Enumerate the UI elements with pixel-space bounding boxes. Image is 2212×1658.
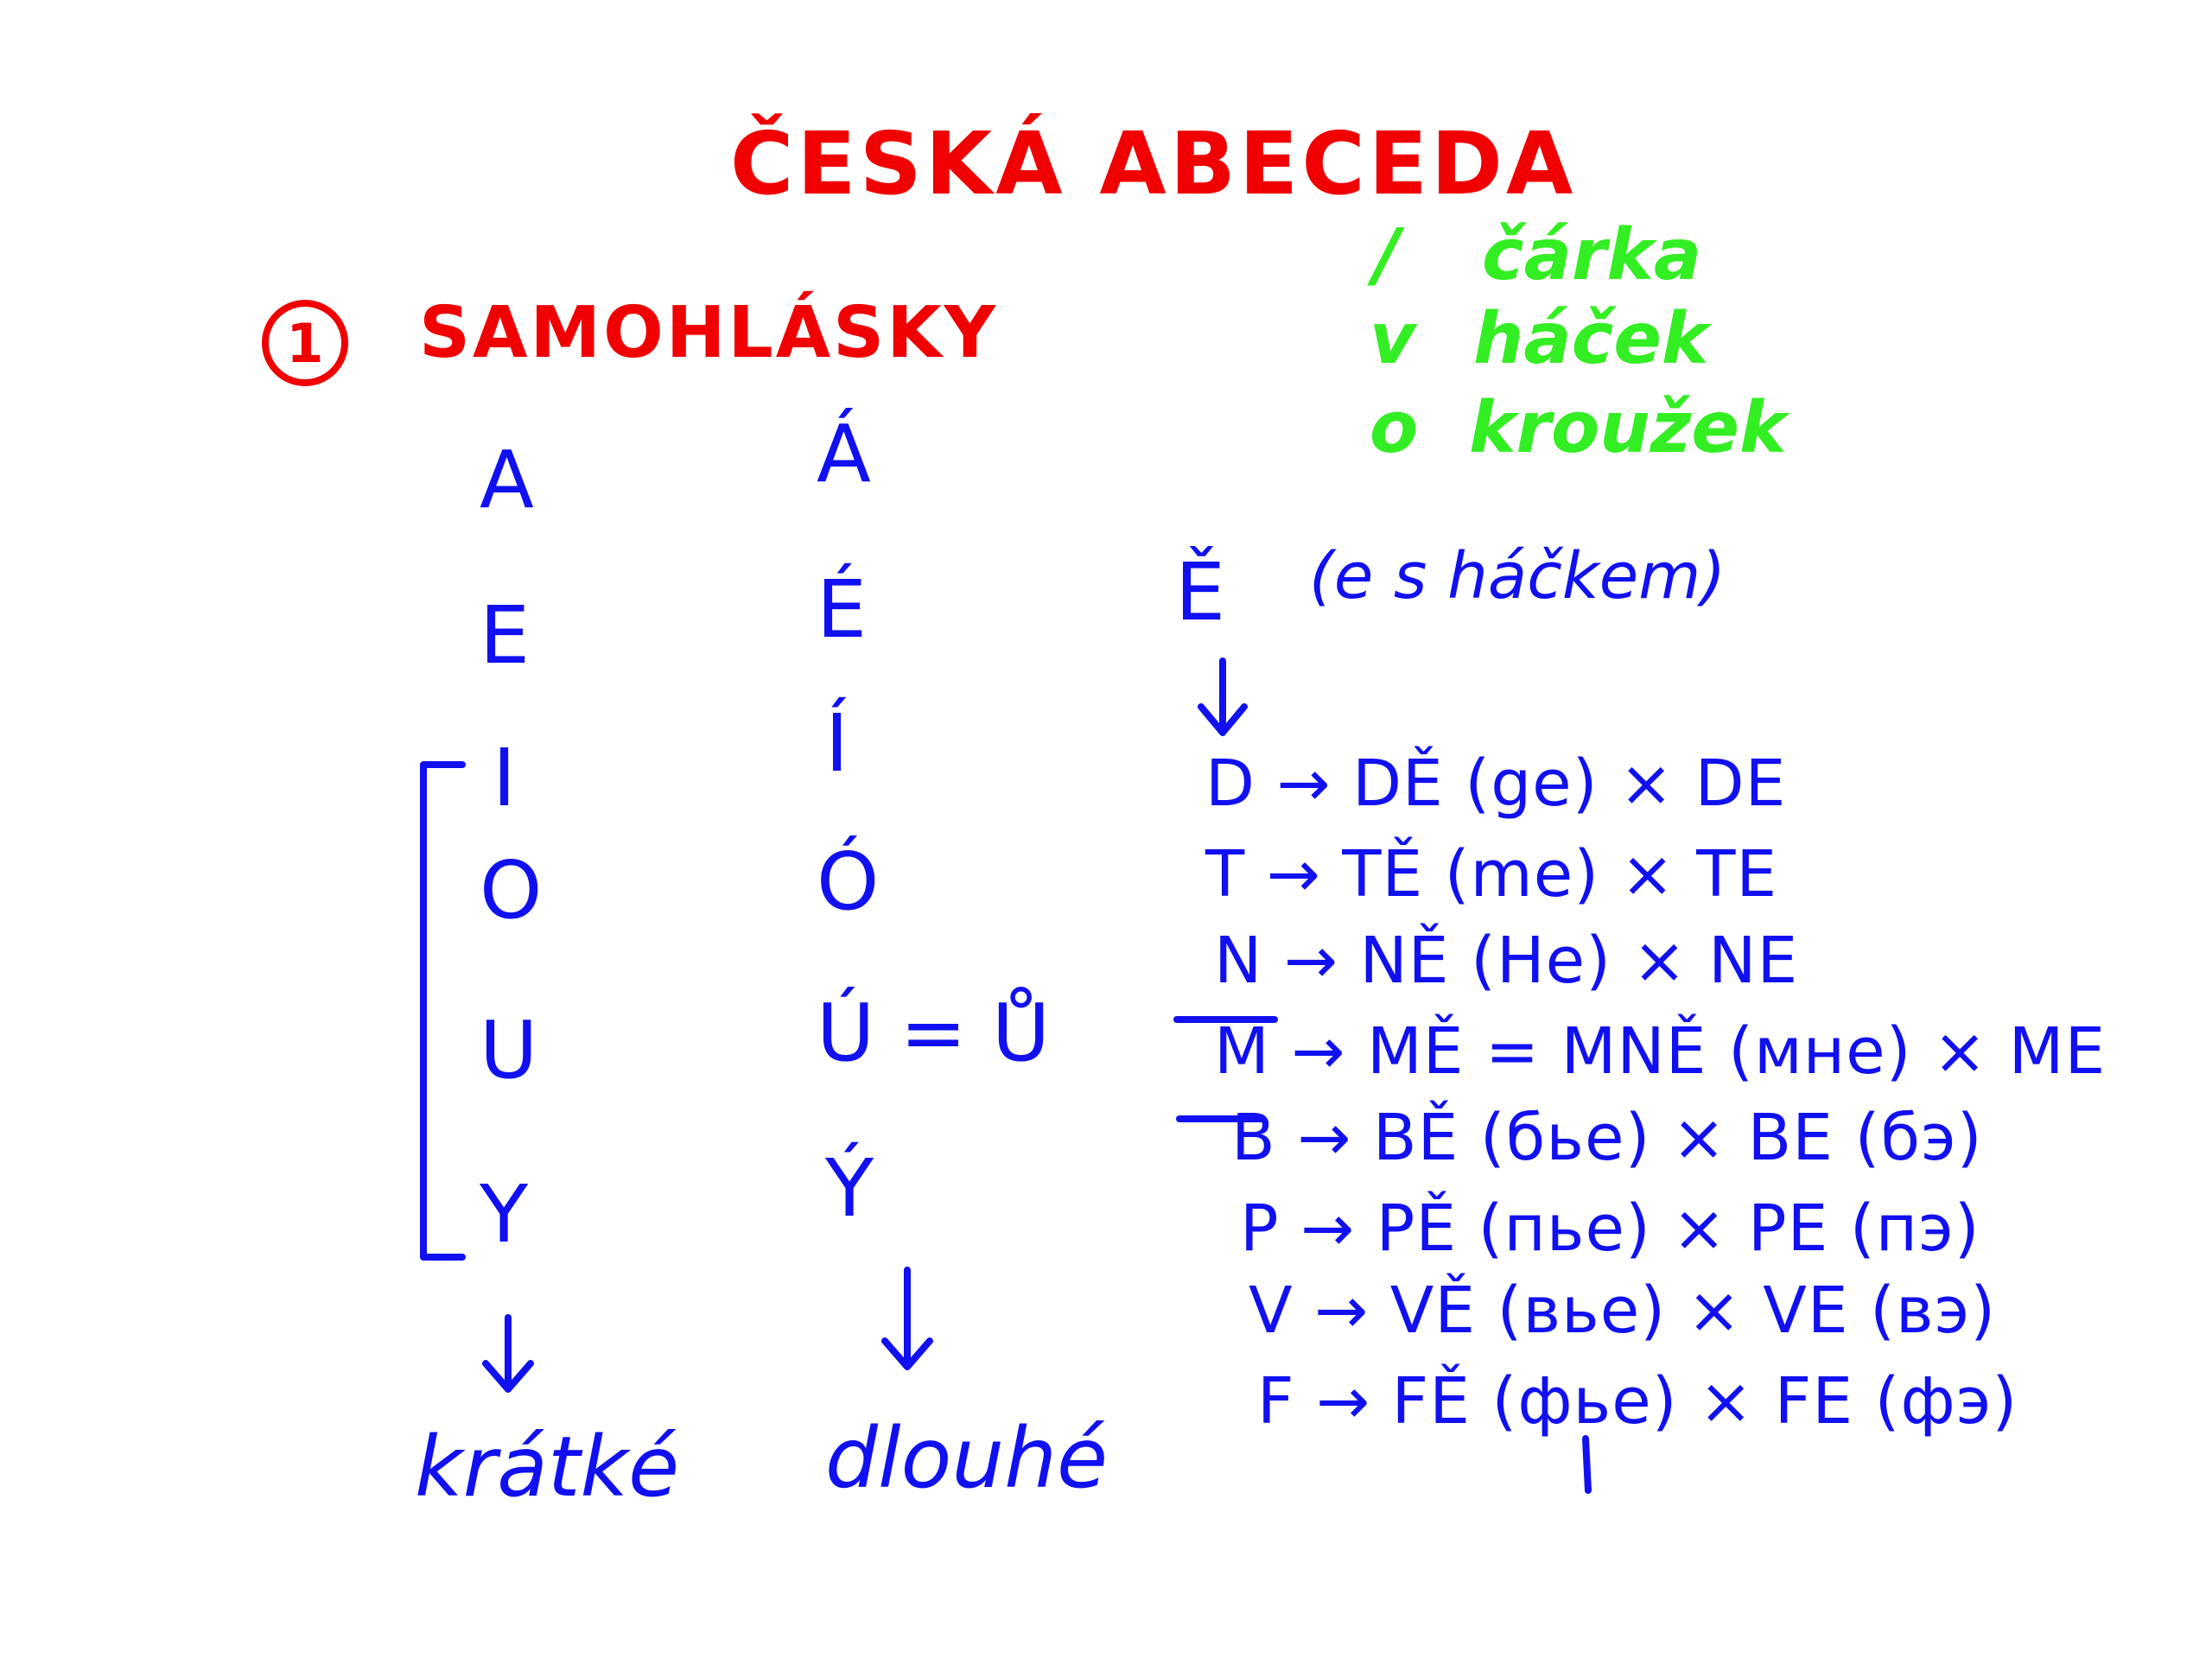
short-vowel-a: A — [480, 434, 534, 526]
arrow-icon: → — [1276, 746, 1332, 821]
e-hacek-letter: Ě — [1175, 546, 1226, 638]
page-title: ČESKÁ ABECEDA — [730, 113, 1577, 214]
short-down-arrow-icon — [482, 1314, 534, 1393]
consonant-row: N → NĚ (He) × NE — [1214, 929, 1798, 993]
long-vowel-i: Í — [825, 697, 849, 790]
long-vowel-y: Ý — [825, 1142, 874, 1235]
short-label: krátké — [415, 1419, 680, 1515]
contrast-icon: × — [1699, 1364, 1754, 1439]
f-row-tail — [1582, 1435, 1592, 1494]
contrast-icon: × — [1620, 837, 1675, 912]
row-base: D — [1205, 746, 1255, 821]
e-hacek-note: (e s háčkem) — [1309, 539, 1726, 613]
short-vowel-i: I — [493, 732, 517, 824]
row-base: V — [1249, 1274, 1294, 1348]
row-pron: (пье) — [1478, 1191, 1651, 1266]
row-contrast: TE — [1696, 837, 1778, 912]
hacek-symbol: v — [1370, 298, 1416, 380]
row-result: BĚ — [1372, 1101, 1459, 1175]
arrow-icon: → — [1283, 924, 1338, 998]
row-result: TĚ — [1342, 837, 1424, 912]
row-contrast-pron: (пэ) — [1849, 1191, 1980, 1266]
contrast-icon: × — [1632, 924, 1688, 998]
long-down-arrow-icon — [881, 1267, 933, 1370]
consonant-row: V → VĚ (вье) × VE (вэ) — [1249, 1279, 1996, 1343]
vowel-bracket — [420, 761, 466, 1261]
row-pron: (бье) — [1479, 1101, 1651, 1175]
row-contrast: PE — [1747, 1191, 1829, 1266]
row-result: NĚ — [1359, 924, 1450, 998]
long-vowel-u: Ú = Ů — [817, 987, 1051, 1079]
row-result: VĚ — [1389, 1274, 1477, 1348]
consonant-row: M → MĚ = MNĚ (мне) × ME — [1214, 1020, 2106, 1083]
row-result: DĚ — [1352, 746, 1444, 821]
row-contrast: VE — [1763, 1274, 1849, 1348]
row-pron: (мне) — [1728, 1014, 1912, 1089]
arrow-icon: → — [1300, 1191, 1356, 1266]
section-number-badge: 1 — [262, 300, 348, 386]
krouzek-label: kroužek — [1469, 387, 1787, 469]
row-contrast: NE — [1708, 924, 1799, 998]
short-vowel-u: U — [480, 1004, 538, 1096]
row-base: N — [1214, 924, 1263, 998]
contrast-icon: × — [1672, 1191, 1727, 1266]
row-contrast-pron: (фэ) — [1874, 1364, 2018, 1439]
row-contrast: ME — [2008, 1014, 2107, 1089]
row-base: F — [1257, 1364, 1295, 1439]
consonant-row: T → TĚ (me) × TE — [1205, 842, 1777, 906]
contrast-icon: × — [1671, 1101, 1726, 1175]
consonant-row: P → PĚ (пье) × PE (пэ) — [1240, 1197, 1980, 1261]
row-contrast: FE — [1774, 1364, 1854, 1439]
arrow-icon: → — [1314, 1274, 1370, 1348]
section-heading: SAMOHLÁSKY — [419, 292, 999, 374]
row-contrast-pron: (бэ) — [1854, 1101, 1983, 1175]
carka-symbol: / — [1374, 214, 1400, 296]
row-contrast: DE — [1694, 746, 1787, 821]
contrast-icon: × — [1687, 1274, 1742, 1348]
contrast-icon: × — [1619, 746, 1675, 821]
arrow-icon: → — [1266, 837, 1321, 912]
short-vowel-y: Y — [480, 1168, 529, 1261]
consonant-row: F → FĚ (фье) × FE (фэ) — [1257, 1369, 2018, 1433]
short-vowel-e: E — [480, 589, 531, 682]
short-vowel-o: O — [480, 844, 543, 937]
contrast-icon: × — [1933, 1014, 1988, 1089]
hacek-label: háček — [1473, 298, 1709, 380]
long-vowel-o: Ó — [817, 835, 880, 928]
row-contrast: BE — [1747, 1101, 1834, 1175]
row-result: MĚ = MNĚ — [1366, 1014, 1707, 1089]
arrow-icon: → — [1291, 1014, 1346, 1089]
long-vowel-e: É — [817, 563, 868, 656]
row-pron: (фье) — [1491, 1364, 1678, 1439]
arrow-icon: → — [1297, 1101, 1352, 1175]
row-base: P — [1240, 1191, 1280, 1266]
e-down-arrow-icon — [1198, 657, 1248, 736]
row-base: T — [1205, 837, 1246, 912]
row-pron: (He) — [1471, 924, 1612, 998]
section-number: 1 — [286, 311, 324, 375]
row-result: PĚ — [1376, 1191, 1458, 1266]
row-pron: (вье) — [1497, 1274, 1667, 1348]
row-pron: (ge) — [1465, 746, 1599, 821]
carka-label: čárka — [1482, 214, 1702, 296]
row-base: M — [1214, 1014, 1270, 1089]
krouzek-symbol: o — [1370, 387, 1419, 469]
consonant-row: D → DĚ (ge) × DE — [1205, 752, 1786, 816]
long-vowel-a: Á — [817, 408, 871, 500]
row-result: FĚ — [1391, 1364, 1471, 1439]
arrow-icon: → — [1316, 1364, 1371, 1439]
row-contrast-pron: (вэ) — [1870, 1274, 1997, 1348]
row-pron: (me) — [1444, 837, 1600, 912]
long-label: dlouhé — [825, 1410, 1109, 1507]
